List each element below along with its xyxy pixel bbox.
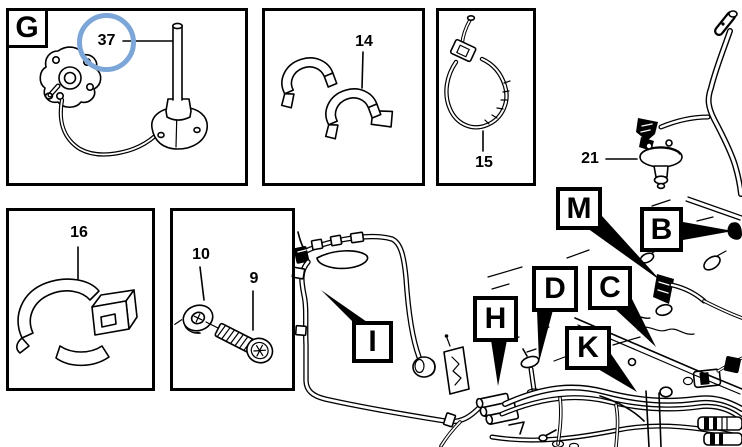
d-target-plug (520, 348, 543, 396)
inset-box-clip-block (6, 208, 155, 391)
fuel-pipe (658, 114, 711, 130)
dipstick-tube (705, 10, 742, 197)
pressure-sensor-21 (605, 118, 683, 190)
leader-arrow-m (587, 216, 661, 281)
inset-box-sensor (6, 8, 248, 186)
callout-box-b[interactable]: B (640, 207, 683, 252)
part-number-9[interactable]: 9 (249, 270, 259, 287)
part-number-15[interactable]: 15 (475, 154, 493, 171)
leader-arrow-b (683, 222, 733, 240)
inset-box-cable-tie (436, 8, 536, 186)
leader-arrow-d (537, 310, 553, 362)
part-number-16[interactable]: 16 (70, 224, 88, 241)
view-letter-g[interactable]: G (6, 8, 48, 48)
m-target-connector (653, 274, 742, 320)
callout-box-m[interactable]: M (556, 187, 602, 230)
part-number-10[interactable]: 10 (192, 246, 210, 263)
part-number-14[interactable]: 14 (355, 33, 373, 50)
part-number-37[interactable]: 37 (97, 32, 116, 49)
callout-box-k[interactable]: K (565, 326, 611, 370)
leader-arrow-i (321, 290, 367, 322)
inset-box-fasteners (170, 208, 295, 391)
fasteners-drawing (174, 266, 274, 364)
leader-arrow-h (491, 340, 507, 386)
part-number-21[interactable]: 21 (581, 150, 599, 167)
cable-tie-drawing (444, 15, 511, 152)
callout-box-d[interactable]: D (532, 266, 578, 312)
callout-box-h[interactable]: H (473, 296, 518, 342)
leader-line-14 (361, 51, 364, 89)
inset-box-clips (262, 8, 425, 186)
callout-box-c[interactable]: C (588, 266, 632, 310)
clip-block-drawing (16, 246, 138, 367)
callout-leader-arrows (321, 216, 733, 392)
wire-bracket (443, 334, 470, 395)
leader-line-10 (199, 266, 205, 301)
callout-box-i[interactable]: I (352, 321, 393, 363)
pipe-clips-drawing (280, 51, 394, 140)
leader-arrow-c (614, 299, 656, 347)
main-illustration (291, 10, 742, 447)
engine-block (508, 315, 742, 447)
highlight-circle (77, 13, 136, 72)
cable-harness-assembly (291, 231, 483, 447)
